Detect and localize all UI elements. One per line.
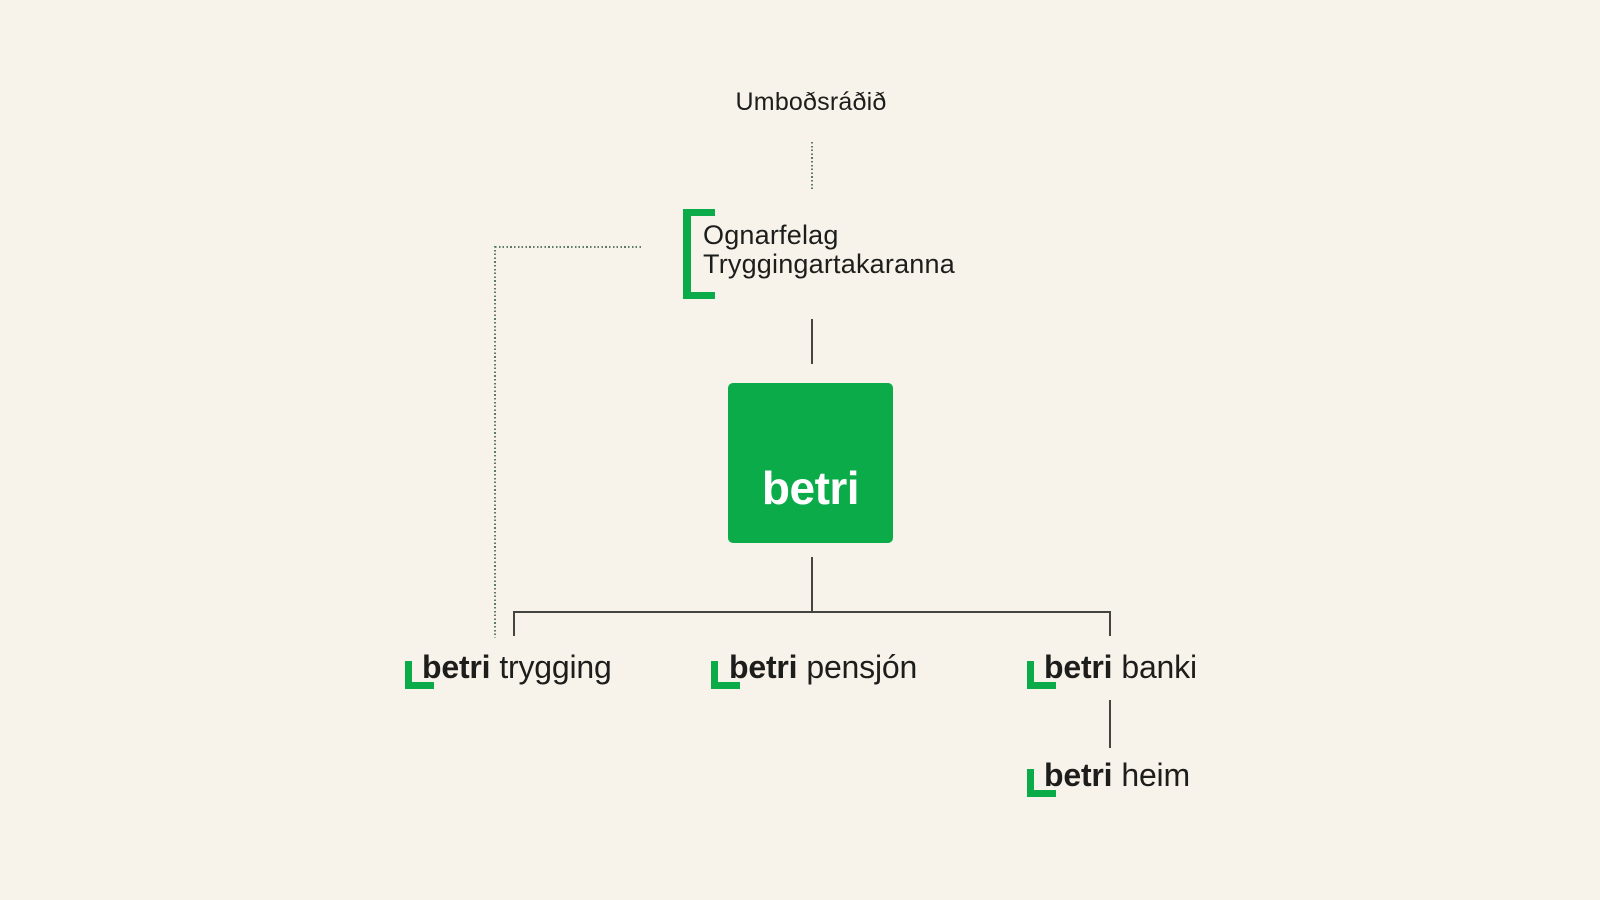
betri-logo-word: betri [761,462,860,514]
holding-label-line2: Tryggingartakaranna [703,249,955,279]
pensjon-brand-text: betri [729,649,798,685]
trygging-bracket-icon [405,661,434,689]
heim-brand-text: betri [1044,757,1113,793]
heim-name-text: heim [1121,757,1190,793]
connector-drop-left [513,611,515,636]
connector-root-to-holding-dotted [811,142,813,190]
betri-logo-tile: betri [728,383,893,543]
holding-node-label: Ognarfelag Tryggingartakaranna [703,221,955,279]
connector-drop-right [1109,611,1111,636]
banki-brand-text: betri [1044,649,1113,685]
banki-name-text: banki [1121,649,1197,685]
connector-holding-to-trygging-dotted [494,246,496,638]
trygging-brand-text: betri [422,649,491,685]
connector-holding-dotted-horizontal [495,246,643,248]
heim-bracket-icon [1027,769,1056,797]
pensjon-name-text: pensjón [806,649,918,685]
pensjon-bracket-icon [711,661,740,689]
connector-holding-to-parent [811,319,813,364]
connector-children-horizontal [513,611,1111,613]
holding-label-line1: Ognarfelag [703,220,839,250]
connector-banki-to-heim [1109,700,1111,748]
banki-bracket-icon [1027,661,1056,689]
holding-bracket-icon [683,209,715,299]
root-node-label: Umboðsráðið [735,88,887,116]
connector-parent-stem [811,557,813,612]
trygging-name-text: trygging [499,649,612,685]
